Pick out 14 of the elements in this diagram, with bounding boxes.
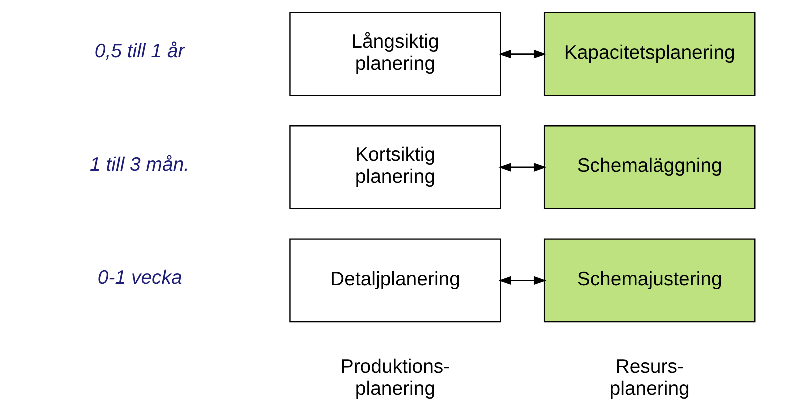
node-box: Kortsiktig planering <box>290 126 502 210</box>
label: 1 till 3 mån. <box>90 154 190 176</box>
node-box: Schemaläggning <box>544 126 756 210</box>
node-box: Detaljplanering <box>290 238 502 323</box>
label: Produktions- planering <box>340 356 450 400</box>
node-box: Kapacitetsplanering <box>544 12 756 96</box>
arrow <box>498 50 547 59</box>
label: 0-1 vecka <box>98 267 182 290</box>
arrow <box>498 276 547 286</box>
arrow <box>498 163 547 172</box>
label: Resurs- planering <box>610 356 690 400</box>
label: 0,5 till 1 år <box>94 40 185 63</box>
node-box: Schemajustering <box>544 238 756 323</box>
node-box: Långsiktig planering <box>290 12 502 96</box>
